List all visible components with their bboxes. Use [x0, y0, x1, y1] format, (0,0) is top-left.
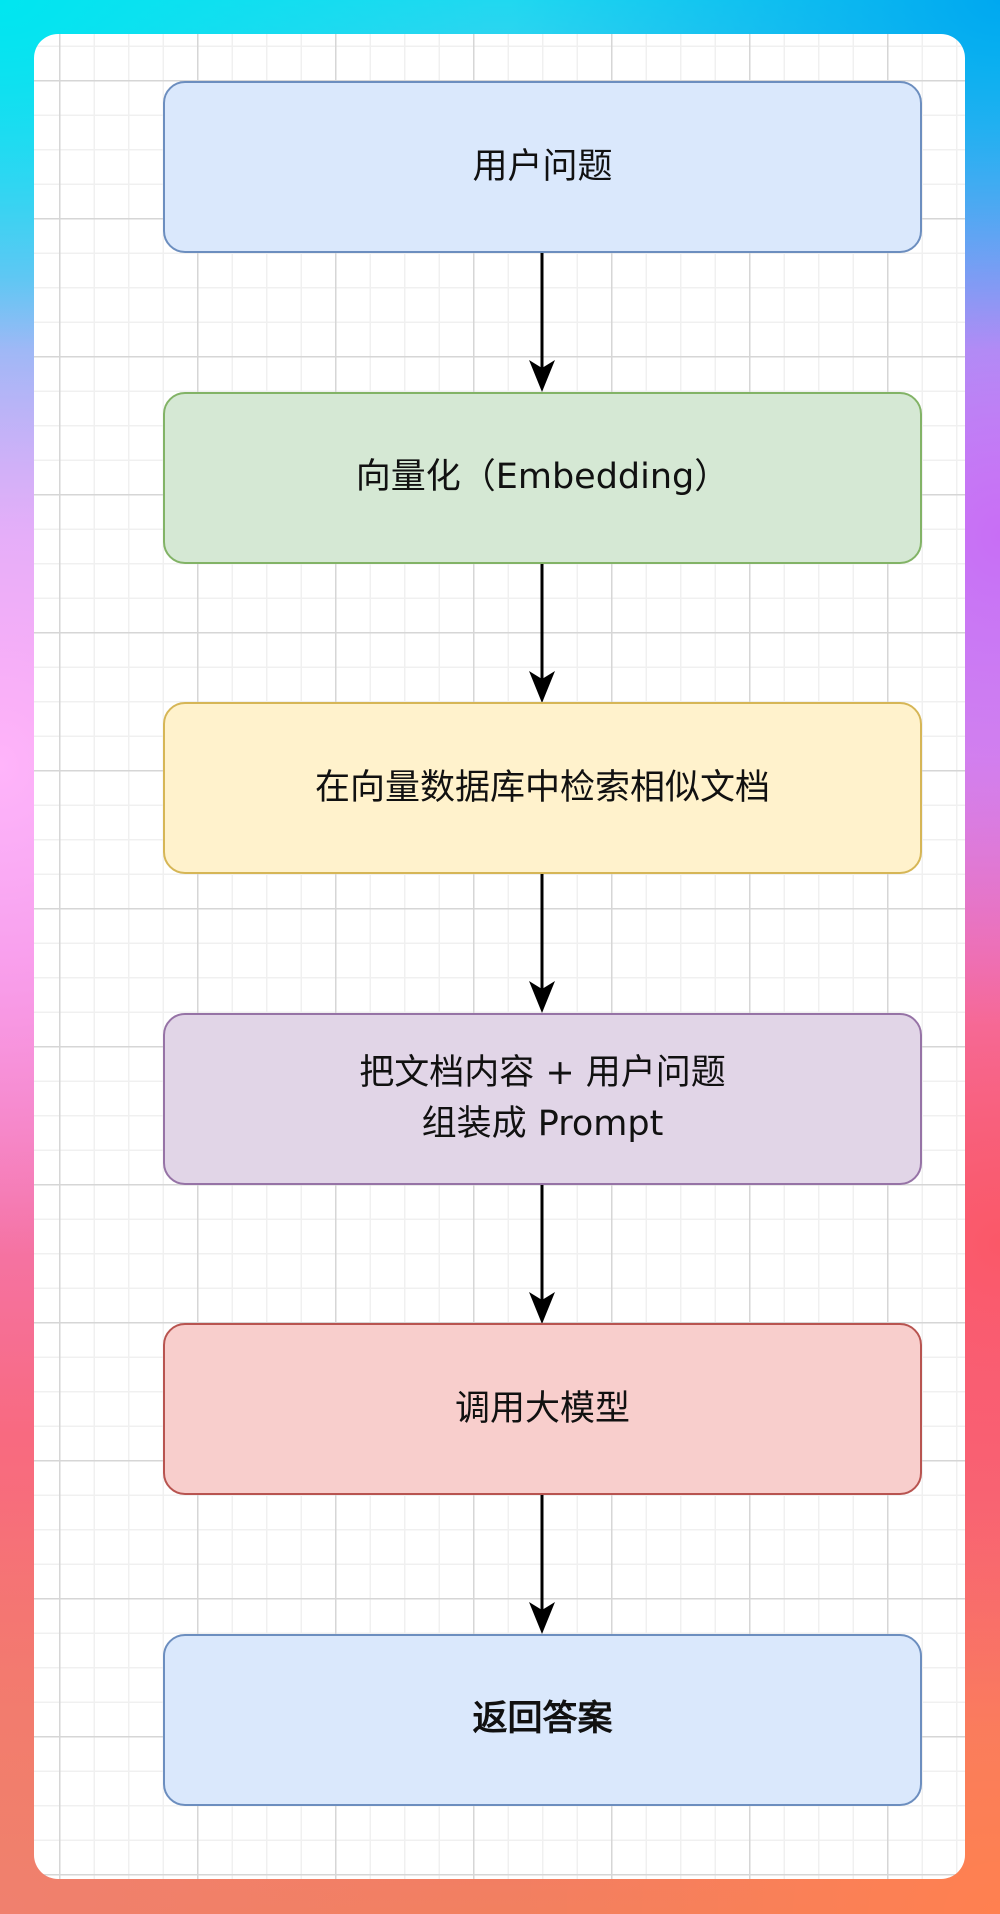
arrow-down-icon	[529, 253, 555, 392]
node-assemble-prompt[interactable]: 把文档内容 + 用户问题 组装成 Prompt	[163, 1012, 922, 1185]
arrow-down-icon	[529, 1495, 555, 1634]
node-return-answer[interactable]: 返回答案	[163, 1633, 922, 1806]
node-label: 返回答案	[472, 1699, 613, 1739]
node-embedding[interactable]: 向量化（Embedding）	[163, 391, 922, 564]
node-label: 用户问题	[472, 146, 613, 187]
edge-call-llm-to-return-answer[interactable]	[527, 1495, 557, 1634]
node-label: 向量化（Embedding）	[355, 457, 730, 497]
edge-vector-search-to-assemble-prompt[interactable]	[527, 874, 557, 1013]
node-label: 把文档内容 + 用户问题 组装成 Prompt	[359, 1052, 726, 1144]
node-label: 在向量数据库中检索相似文档	[314, 767, 770, 808]
node-label: 调用大模型	[454, 1388, 630, 1429]
arrow-down-icon	[529, 874, 555, 1013]
diagram-canvas: 用户问题 向量化（Embedding） 在向量数据库中检索相似文档	[34, 34, 965, 1879]
arrow-down-icon	[529, 563, 555, 703]
edge-embedding-to-vector-search[interactable]	[527, 563, 557, 703]
edge-assemble-prompt-to-call-llm[interactable]	[527, 1184, 557, 1324]
node-call-llm[interactable]: 调用大模型	[163, 1323, 922, 1495]
arrow-down-icon	[529, 1184, 555, 1324]
edge-user-question-to-embedding[interactable]	[527, 253, 557, 392]
node-user-question[interactable]: 用户问题	[163, 81, 922, 253]
node-vector-search[interactable]: 在向量数据库中检索相似文档	[163, 702, 922, 874]
